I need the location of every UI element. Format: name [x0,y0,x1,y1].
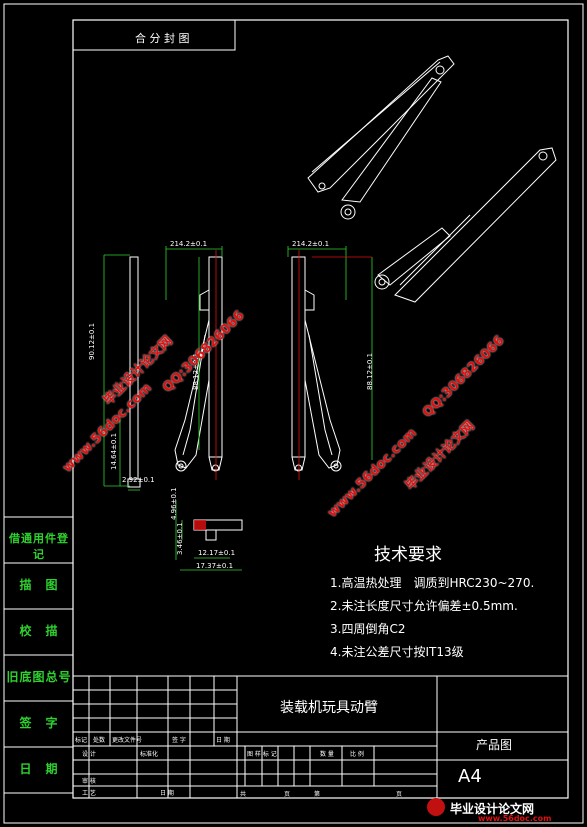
iso-view-upper [307,55,455,220]
part-side-view-2 [291,256,342,472]
tech-req-item-1: 1.高温热处理 调质到HRC230~270. [330,576,535,590]
title-box-label: 合 分 封 图 [135,32,190,45]
role-review: 审 核 [82,778,96,785]
dim-width-1: 214.2±0.1 [170,240,208,248]
side-label-tracing: 描 图 [19,578,59,592]
logo-mark [427,798,445,816]
drawing-type: 产品图 [476,738,513,752]
bottom-page-2: 页 [396,791,403,798]
dim-length-4: 14.64±0.1 [110,432,118,470]
part-front-view [127,256,141,488]
bottom-total: 共 [240,791,247,798]
title-box-frame [72,19,236,51]
role-design: 设 计 [82,751,96,758]
part-side-view-1 [174,256,223,472]
title-block-grid [73,675,568,798]
side-label-registration: 借通用件登记 [9,532,69,561]
front-dim-lines [103,254,140,491]
role-process: 工 艺 [82,790,96,797]
footer-logo-url: www.56doc.com [478,814,552,823]
footer-logo-title: 毕业设计论文网 [450,802,535,816]
header-change-doc: 更改文件号 [112,737,143,744]
side-label-date: 日 期 [19,762,59,776]
sheet-size: A4 [458,766,482,787]
header-mark: 标记 [75,737,88,744]
dim-section-width-2: 17.37±0.1 [196,562,234,570]
dim-section-height-2: 3.46±0.1 [176,522,184,555]
role-date: 日 期 [160,790,174,797]
scale-row-pattern: 图 样 标 记 [247,751,277,758]
dim-length-1: 90.12±0.1 [88,322,96,360]
side-label-check-tracing: 校 描 [19,624,59,638]
bottom-nth: 第 [314,791,321,798]
dim-length-3: 88.12±0.1 [366,352,374,390]
dim-section-height-1: 4.96±0.1 [170,487,178,520]
outer-frame [3,3,584,824]
dim-end-width: 2.92±0.1 [122,476,155,484]
scale-row-quantity: 数 量 [320,751,334,758]
tech-req-item-2: 2.未注长度尺寸允许偏差±0.5mm. [330,599,518,613]
side-column [3,516,74,794]
dim-section-width-1: 12.17±0.1 [198,549,236,557]
dim-width-2: 214.2±0.1 [292,240,330,248]
side-label-old-number: 旧底图总号 [6,670,72,684]
tech-req-title: 技术要求 [374,545,442,565]
tech-req-item-4: 4.未注公差尺寸按IT13级 [330,645,464,659]
tech-req-item-3: 3.四周倒角C2 [330,622,406,636]
header-signature: 签 字 [172,737,186,744]
part-name: 装载机玩具动臂 [280,700,378,716]
side2-dim-lines [287,246,373,460]
iso-view-lower [374,147,557,303]
role-standardization: 标准化 [140,751,159,758]
side2-center-lines [298,250,372,480]
section-dim-lines [175,500,242,571]
header-count: 处数 [93,737,106,744]
section-hatch [194,520,206,530]
inner-frame [72,19,569,799]
header-date: 日 期 [216,737,230,744]
side-label-signature: 签 字 [19,716,59,730]
scale-row-scale: 比 例 [350,751,364,758]
side1-dim-lines [165,246,223,450]
bottom-page-1: 页 [284,791,291,798]
